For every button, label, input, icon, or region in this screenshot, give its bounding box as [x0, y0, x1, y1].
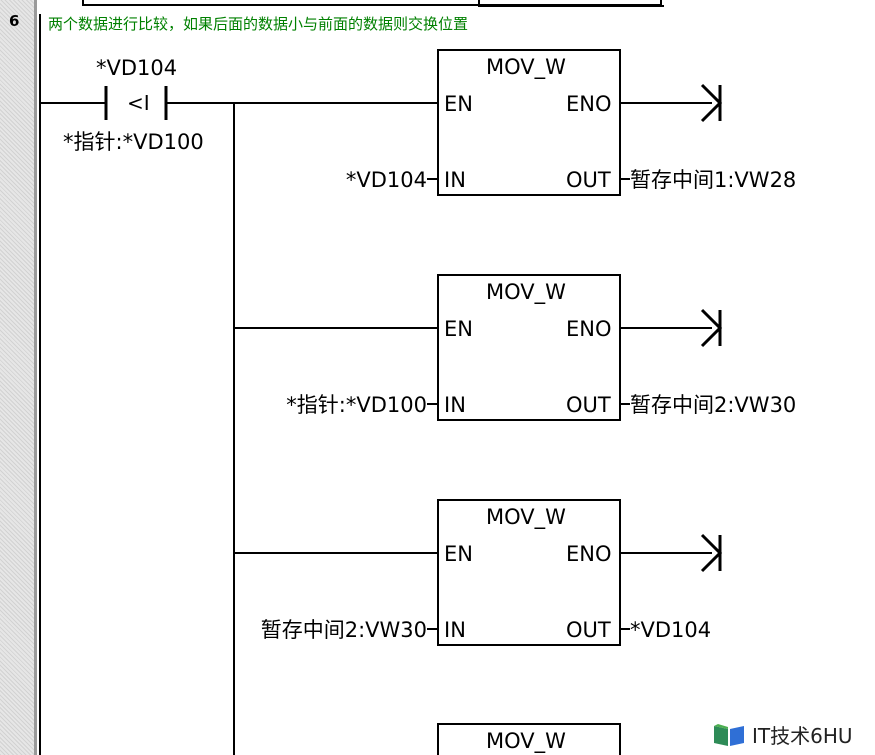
block-1-out-value[interactable]: 暂存中间1:VW28 [630, 168, 797, 192]
block-1-out-pin: OUT [566, 168, 611, 192]
block-3-eno: ENO [566, 542, 612, 566]
mov-block-3 [437, 499, 621, 646]
previous-network-box-inner [478, 0, 664, 7]
block-3-out-pin: OUT [566, 618, 611, 642]
previous-network-box [82, 0, 662, 6]
contact-operand-bottom[interactable]: *指针:*VD100 [63, 130, 204, 154]
block-3-out-value[interactable]: *VD104 [630, 618, 712, 642]
contact-compare-symbol: <I [127, 91, 150, 115]
block-1-en: EN [444, 92, 473, 116]
network-number[interactable]: 6 [9, 12, 20, 30]
network-comment[interactable]: 两个数据进行比较，如果后面的数据小与前面的数据则交换位置 [48, 15, 469, 33]
block-2-in-pin: IN [444, 393, 466, 417]
block-3-en: EN [444, 542, 473, 566]
contact-operand-top[interactable]: *VD104 [96, 56, 178, 80]
block-3-title: MOV_W [486, 505, 566, 529]
block-1-title: MOV_W [486, 55, 566, 79]
network-gutter [0, 0, 34, 755]
mov-block-2 [437, 274, 621, 421]
block-1-in-pin: IN [444, 168, 466, 192]
block-2-in-value[interactable]: *指针:*VD100 [286, 393, 427, 417]
power-rail-shadow [34, 0, 37, 755]
block-3-in-value[interactable]: 暂存中间2:VW30 [260, 618, 427, 642]
watermark-text: IT技术6HU [752, 724, 853, 748]
mov-block-1 [437, 49, 621, 196]
watermark: IT技术6HU [712, 720, 853, 749]
block-4-title: MOV_W [486, 729, 566, 753]
book-icon [714, 723, 744, 746]
mov-block-4 [437, 723, 621, 755]
block-1-eno: ENO [566, 92, 612, 116]
block-3-in-pin: IN [444, 618, 466, 642]
block-2-en: EN [444, 317, 473, 341]
block-1-in-value[interactable]: *VD104 [345, 168, 427, 192]
block-2-eno: ENO [566, 317, 612, 341]
block-2-out-pin: OUT [566, 393, 611, 417]
block-2-title: MOV_W [486, 280, 566, 304]
block-2-out-value[interactable]: 暂存中间2:VW30 [630, 393, 797, 417]
